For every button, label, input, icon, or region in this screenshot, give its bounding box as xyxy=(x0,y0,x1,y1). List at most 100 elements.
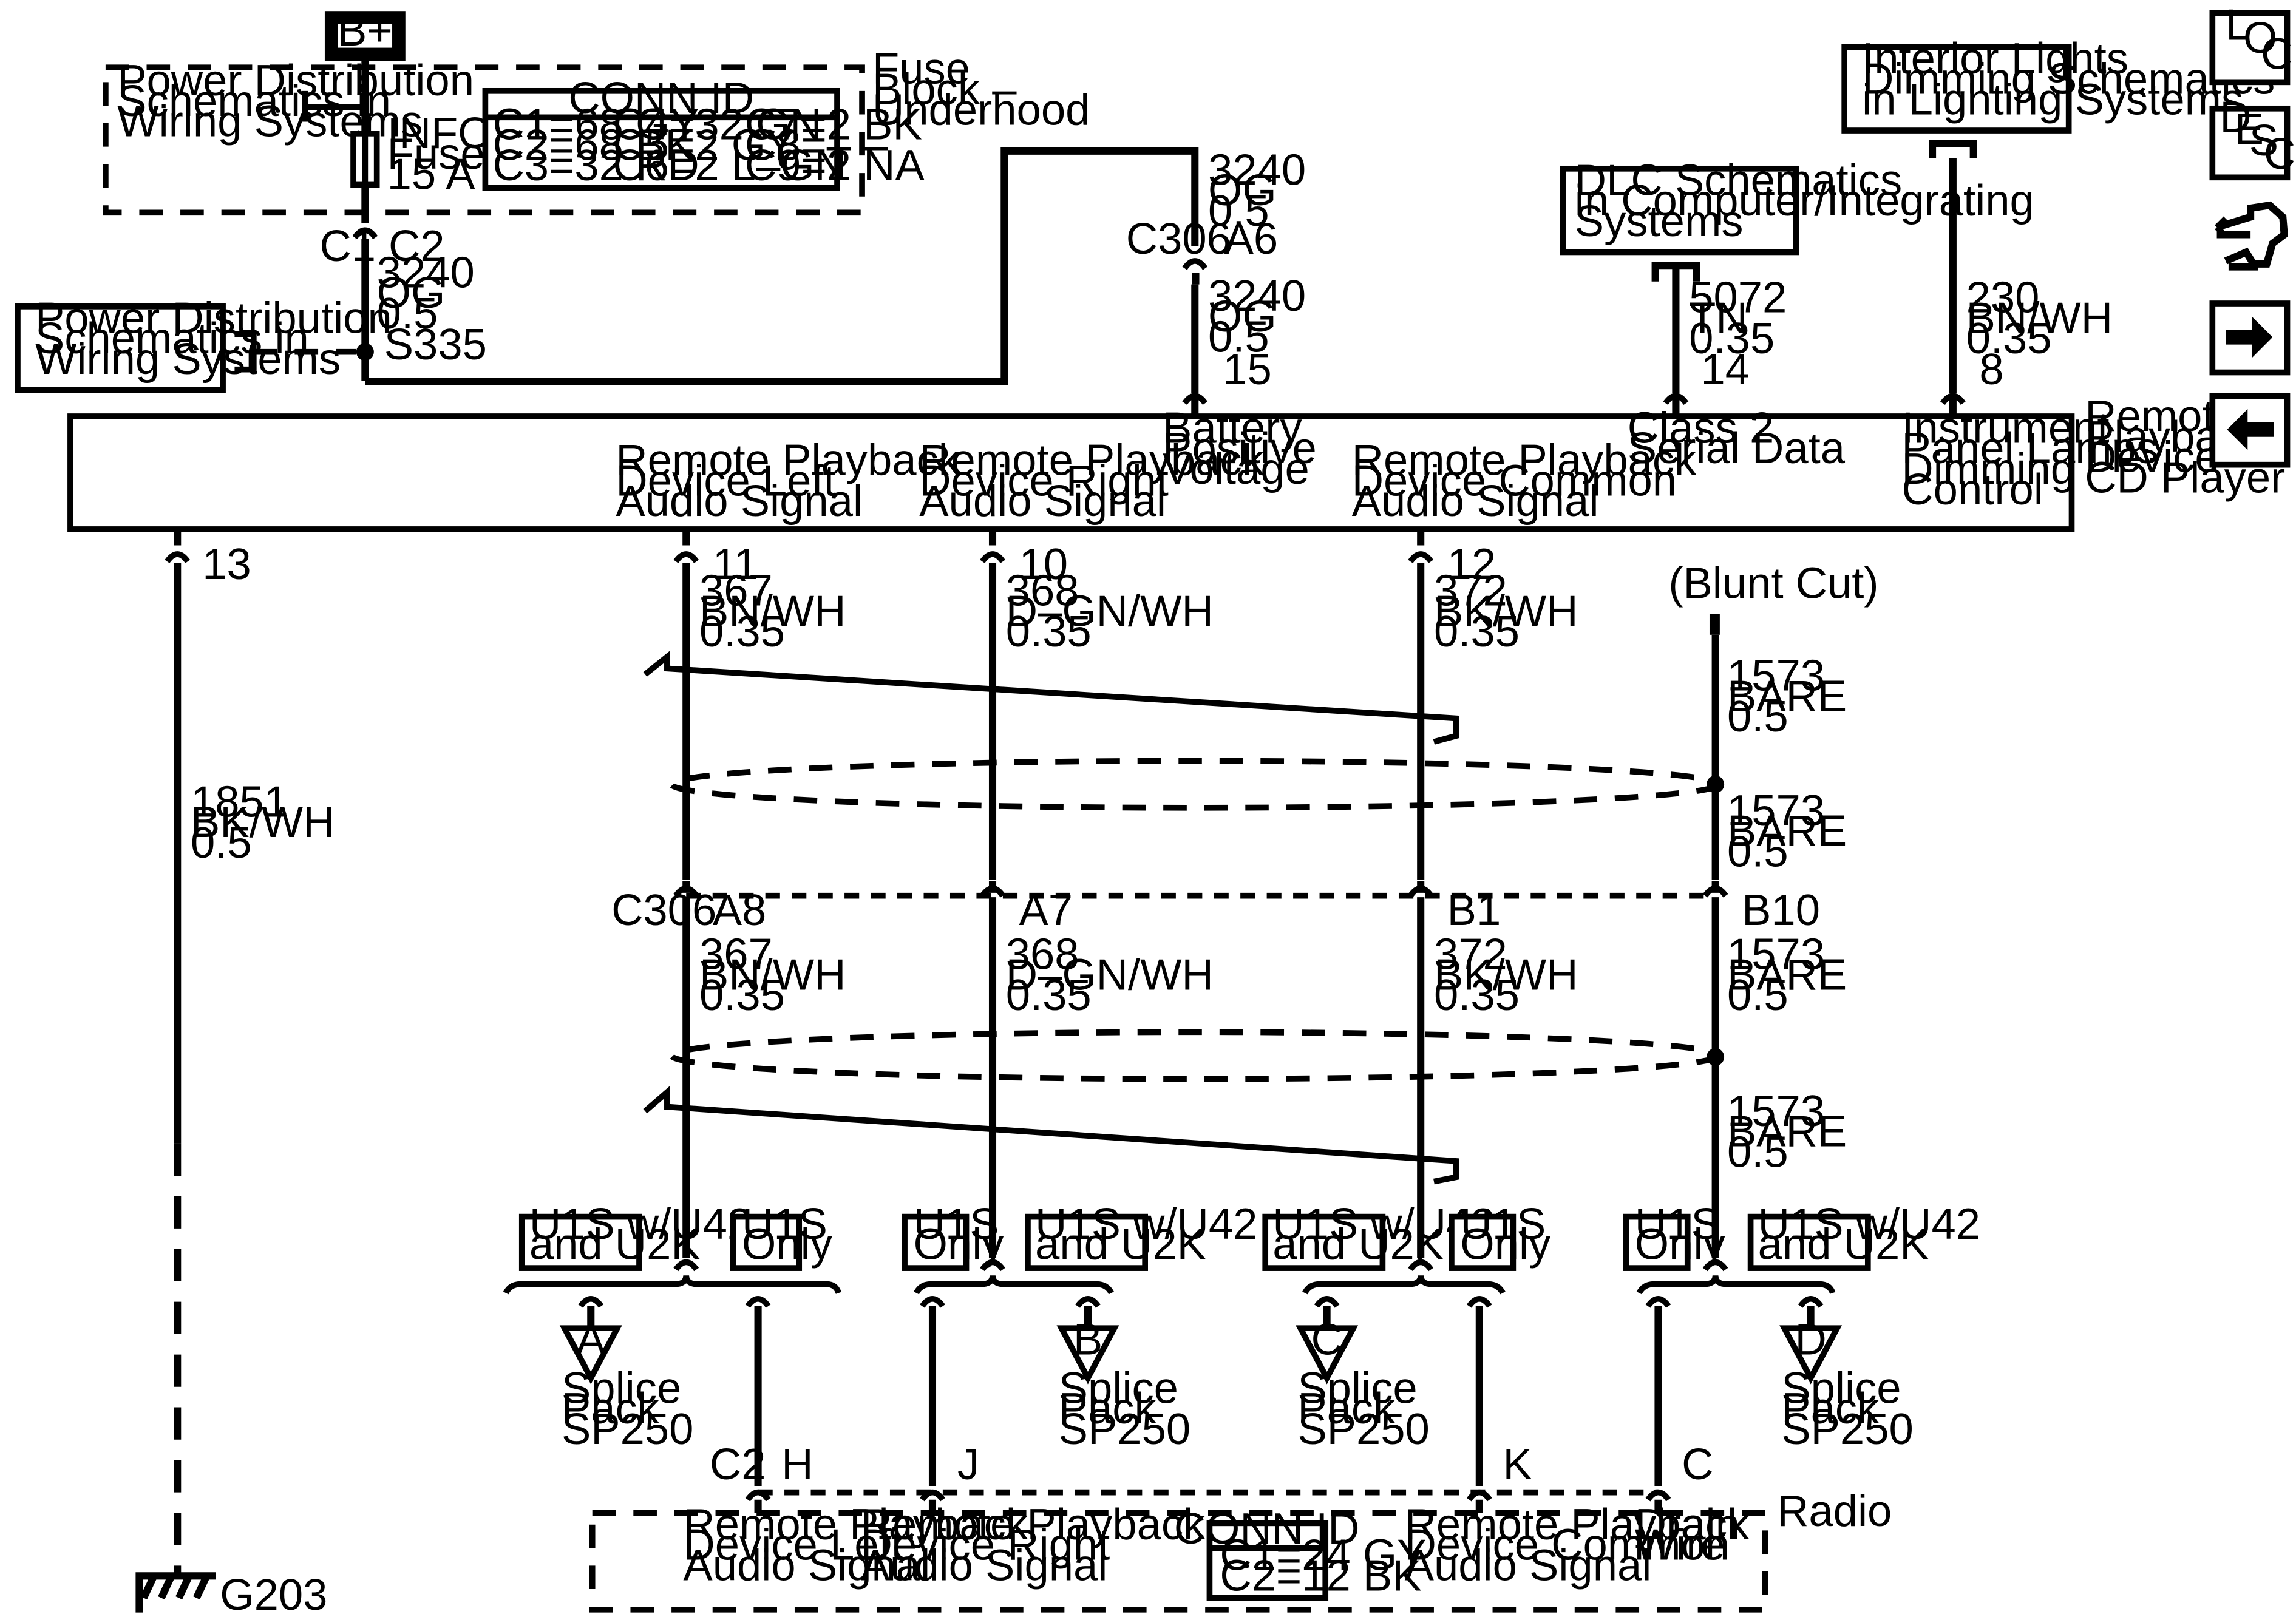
label-left-audio: Remote Playback Device Left Audio Signal xyxy=(616,436,973,526)
splice-pack-c xyxy=(1296,1325,1359,1385)
radio-name: Radio xyxy=(1777,1486,1892,1536)
connector-c2-label: C2 xyxy=(389,222,445,271)
blunt-cut-label: (Blunt Cut) xyxy=(1668,558,1878,608)
splice-pack-d xyxy=(1779,1325,1843,1385)
arrow-right-icon[interactable] xyxy=(2209,300,2291,376)
connector-tool-icon[interactable] xyxy=(2215,201,2288,271)
wire-5072-label: 5072 TN 0.35 xyxy=(1689,273,1799,363)
arrow-left-icon[interactable] xyxy=(2209,393,2291,468)
dlc-ref-label: DLC Schematics in Computer/Integrating S… xyxy=(1575,155,2046,246)
option-u42-text-2: U1S w/U42and U2K xyxy=(1035,1199,1257,1269)
feed-wire-3240: S335 3240 OG 0.5 xyxy=(234,147,1199,385)
pin-8: 8 xyxy=(1979,345,2003,394)
splice-s335-label: S335 xyxy=(384,320,487,369)
desc-button[interactable]: D E S C xyxy=(2209,92,2295,181)
radio-conn-label: C2 xyxy=(710,1440,766,1489)
shield-upper xyxy=(668,758,1722,811)
label-battery-voltage: Battery Positive Voltage xyxy=(1163,403,1329,493)
pin-13: 13 xyxy=(202,540,251,589)
splice-pack-d-label: Splice Pack SP250 xyxy=(1781,1363,1914,1454)
wire-3240-right-bottom: 3240 OG 0.5 xyxy=(1208,271,1318,362)
fuse-label: INFO Fuse 15 A xyxy=(387,109,504,199)
wire-368-lower: 368 D–GN/WH 0.35 xyxy=(1006,929,1226,1020)
splice-pack-d-letter: D xyxy=(1795,1315,1826,1364)
drain-wire-1: 1573 BARE 0.5 xyxy=(1727,651,1859,742)
option-only-text-1: U1SOnly xyxy=(742,1199,833,1269)
option-box-u42-4 xyxy=(1747,1213,1871,1271)
option-only-text-3: U1SOnly xyxy=(1460,1199,1551,1269)
wire-368-upper: 368 D–GN/WH 0.35 xyxy=(1006,566,1226,657)
splice-pack-a xyxy=(559,1325,622,1385)
wire-3240-right-top: 3240 OG 0.5 xyxy=(1208,145,1318,236)
power-ref-label-2: Power Distribution Schematics in Wiring … xyxy=(35,293,404,384)
label-dimming: Instrument Panel Lamps Dimming Control xyxy=(1901,403,2170,514)
fuse-block-name: Fuse Block – Underhood xyxy=(872,44,1090,135)
wire-372-upper: 372 BK/WH 0.35 xyxy=(1434,566,1591,657)
splice-pack-b-letter: B xyxy=(1073,1315,1102,1364)
option-branches: U1S w/U42and U2K U1SOnly U1SOnly U1S w/U… xyxy=(503,1199,1980,1486)
interior-lights-reference: Interior Lights Dimming Schematics in Li… xyxy=(1841,34,2287,393)
radio-pin-h: H xyxy=(781,1440,813,1489)
option-only-text-2: U1SOnly xyxy=(914,1199,1005,1269)
ground-label: G203 xyxy=(220,1570,327,1617)
splice-pack-a-letter: A xyxy=(576,1315,606,1364)
c306-pin-a7: A7 xyxy=(1019,886,1073,935)
label-right-audio: Remote Playback Device Right Audio Signa… xyxy=(919,436,1276,526)
radio-conn-id-title: CONN ID xyxy=(1174,1504,1360,1553)
loc-button-label: L O C xyxy=(2226,0,2292,78)
interior-ref-label: Interior Lights Dimming Schematics in Li… xyxy=(1862,34,2287,124)
radio-label-right: Remote Playback Device Right Audio Signa… xyxy=(861,1500,1218,1590)
battery-label: B+ xyxy=(338,6,393,55)
option-only-text-4: U1SOnly xyxy=(1635,1199,1726,1269)
radio-label-left: Remote Playback Device Left Audio Signal xyxy=(683,1500,1040,1590)
ground-wire-1851: 1851 BK/WH 0.5 G203 xyxy=(135,563,335,1617)
c306-pin-b10: B10 xyxy=(1742,886,1820,935)
wire-372-lower: 372 BK/WH 0.35 xyxy=(1434,929,1591,1020)
label-common-audio: Remote Playback Device Common Audio Sign… xyxy=(1352,436,1709,526)
radio-pin-j: J xyxy=(957,1440,979,1489)
dlc-reference: DLC Schematics in Computer/Integrating S… xyxy=(1560,155,2046,393)
power-ref-label: Power Distribution Schematics in Wiring … xyxy=(117,56,486,146)
loc-button[interactable]: L O C xyxy=(2209,0,2292,86)
radio-label-drain: Drain Wire xyxy=(1635,1500,1752,1570)
conn-id-title: CONN ID xyxy=(568,73,754,123)
pin-10: 10 xyxy=(1019,540,1068,589)
wire-367-lower: 367 BN/WH 0.35 xyxy=(699,929,858,1020)
option-box-only-1 xyxy=(730,1213,803,1271)
pin-14: 14 xyxy=(1700,345,1750,394)
shield-lower xyxy=(668,1029,1722,1082)
radio-conn-id-rows: C1=24 GY C2=12 BK xyxy=(1220,1531,1438,1601)
splice-packs: A Splice Pack SP250 B Splice Pack SP250 … xyxy=(559,1315,1914,1454)
conn-id-rows: C1=68 GY C4=32 GN C7=2 BK C2=68 BK C5=2 … xyxy=(492,100,934,191)
pin-15: 15 xyxy=(1223,345,1272,394)
label-class2: Class 2 Serial Data xyxy=(1628,403,1846,473)
c306-top-pin: A6 xyxy=(1224,214,1279,263)
c306-top: 3240 OG 0.5 C306 A6 3240 OG 0.5 xyxy=(1126,145,1318,393)
fuse-block: B+ Power Distribution Schematics in Wiri… xyxy=(103,6,1090,271)
option-box-u42-3 xyxy=(1262,1213,1386,1271)
wire-367-upper: 367 BN/WH 0.35 xyxy=(699,566,858,657)
power-ref-bracket xyxy=(302,90,365,122)
splice-pack-c-letter: C xyxy=(1311,1315,1342,1364)
pin-12: 12 xyxy=(1447,540,1496,589)
option-box-u42-1 xyxy=(518,1213,642,1271)
radio-label-common: Remote Playback Device Common Audio Sign… xyxy=(1405,1500,1762,1590)
option-box-only-4 xyxy=(1623,1213,1691,1271)
splice-pack-b-label: Splice Pack SP250 xyxy=(1059,1363,1191,1454)
c306-pin-a8: A8 xyxy=(713,886,767,935)
wire-230-label: 230 BN/WH 0.35 xyxy=(1966,273,2125,363)
splice-s335 xyxy=(356,343,374,361)
conn-id-box xyxy=(482,87,840,191)
splice-pack-b xyxy=(1056,1325,1119,1385)
signal-wires: 367 BN/WH 0.35 368 D–GN/WH 0.35 372 BK/W… xyxy=(611,558,1879,1258)
drain-wire-3: 1573 BARE 0.5 xyxy=(1727,929,1859,1020)
wire-3240-label: 3240 OG 0.5 xyxy=(377,248,487,338)
drain-wire-4: 1573 BARE 0.5 xyxy=(1727,1086,1859,1177)
pin-11: 11 xyxy=(713,540,758,589)
ground-symbol xyxy=(135,1572,216,1613)
option-u42-text-4: U1S w/U42and U2K xyxy=(1758,1199,1980,1269)
option-u42-text-1: U1S w/U42and U2K xyxy=(529,1199,752,1269)
cd-player-module: 15 14 8 Battery Positive Voltage Class 2… xyxy=(67,345,2285,589)
power-ref-box-2 xyxy=(15,303,226,393)
